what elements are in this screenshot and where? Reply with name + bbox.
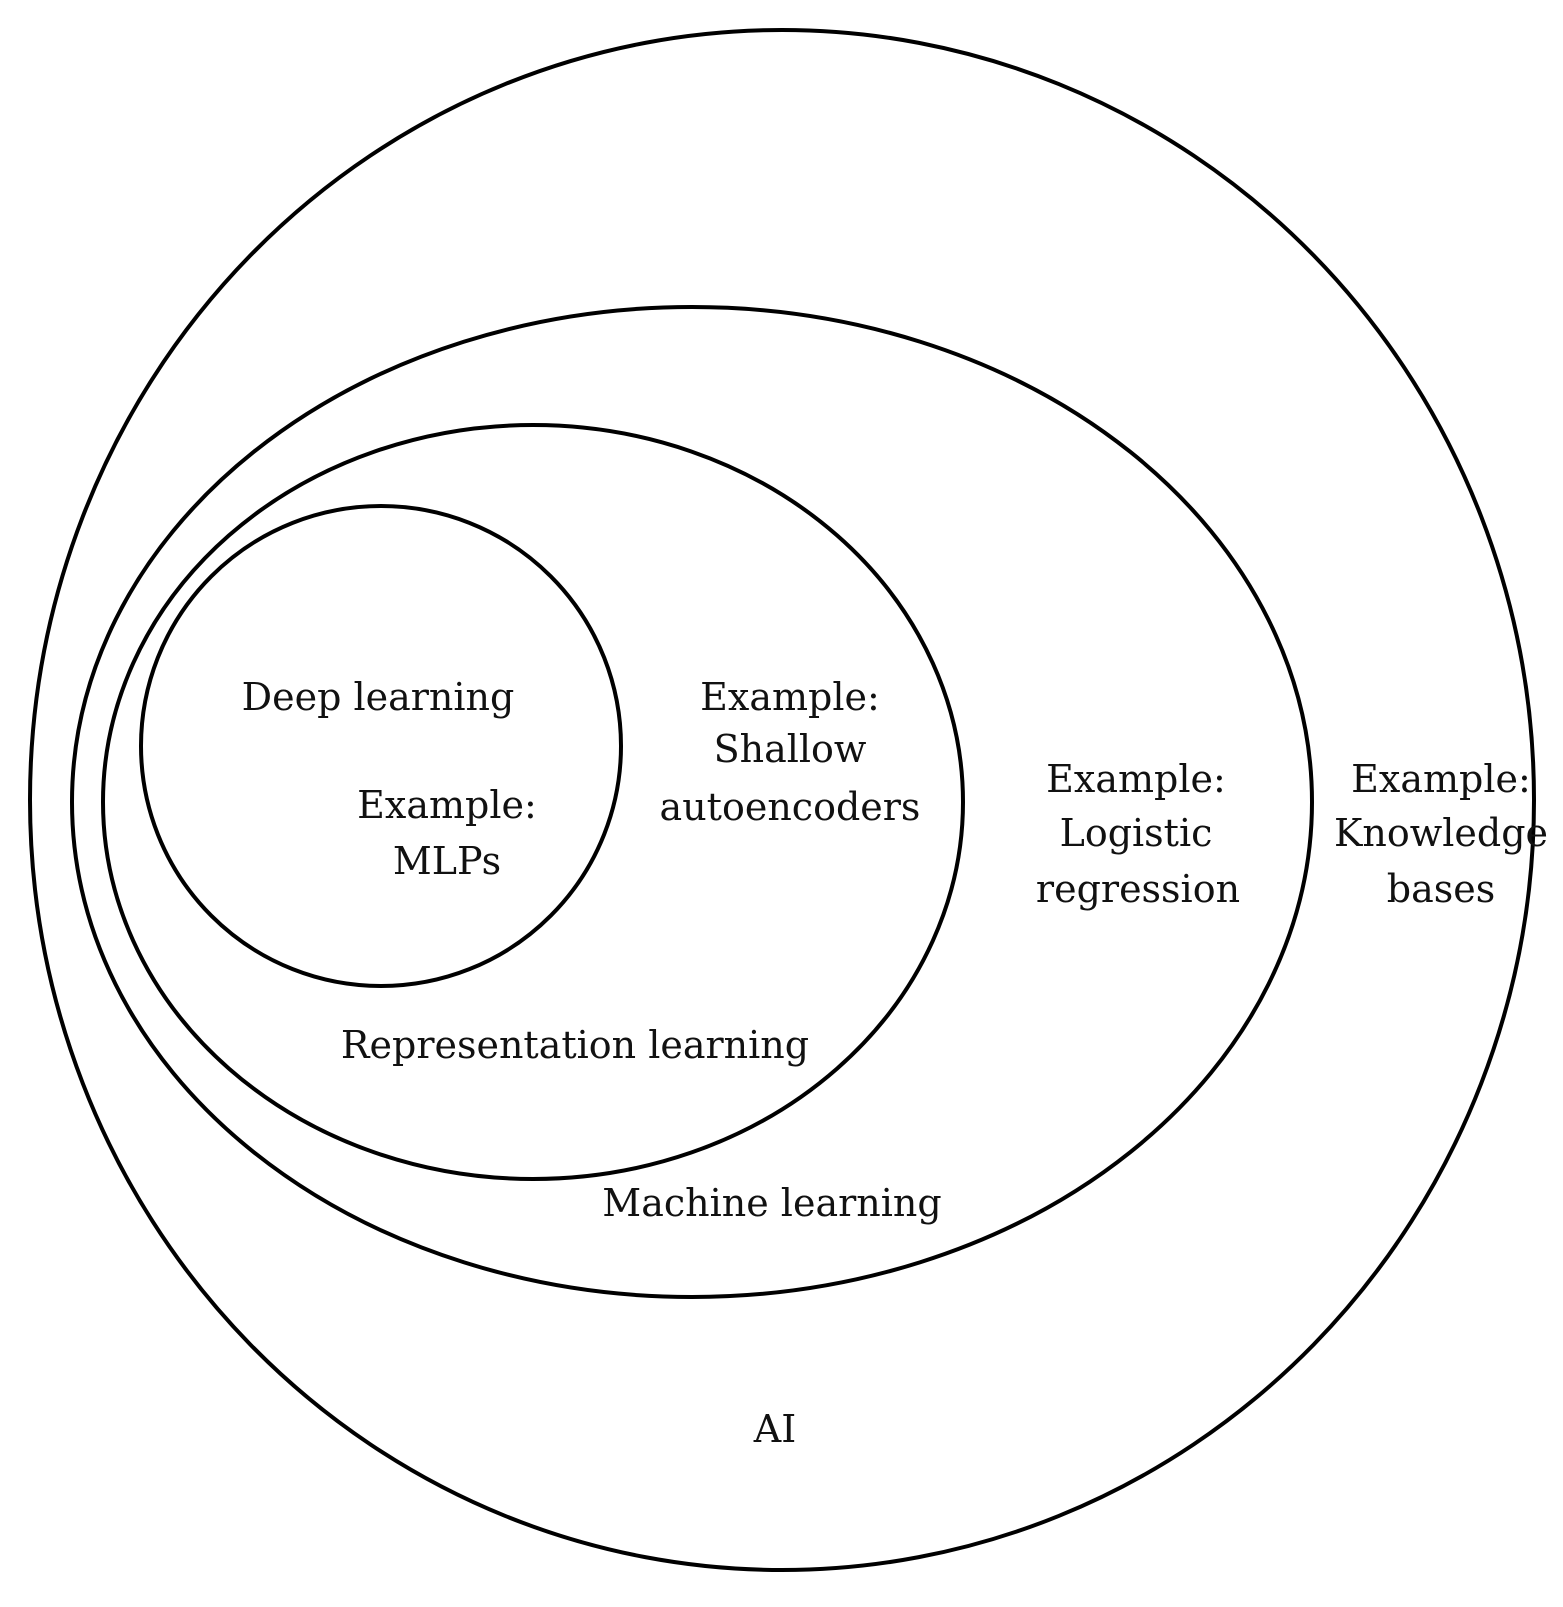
- deep-learning-region: [139, 504, 623, 988]
- mlps-example-line-2: MLPs: [393, 839, 501, 883]
- logistic-regression-example-line-3: regression: [1036, 867, 1240, 911]
- machine-learning-region: [70, 305, 1314, 1299]
- machine-learning-label: Machine learning: [602, 1181, 941, 1225]
- knowledge-bases-example-line-1: Example:: [1351, 757, 1531, 801]
- logistic-regression-example-line-1: Example:: [1046, 757, 1226, 801]
- mlps-example-line-1: Example:: [357, 783, 537, 827]
- representation-learning-label: Representation learning: [341, 1023, 809, 1067]
- shallow-autoencoders-example-line-3: autoencoders: [660, 785, 921, 829]
- deep-learning-label: Deep learning: [242, 675, 515, 719]
- knowledge-bases-example-line-2: Knowledge: [1334, 811, 1548, 855]
- ai-label: AI: [753, 1407, 796, 1451]
- logistic-regression-example-line-2: Logistic: [1060, 811, 1213, 855]
- representation-learning-region: [101, 423, 965, 1181]
- shallow-autoencoders-example-line-2: Shallow: [714, 727, 867, 771]
- ai-region: [28, 28, 1536, 1572]
- knowledge-bases-example-line-3: bases: [1387, 867, 1495, 911]
- shallow-autoencoders-example-line-1: Example:: [700, 675, 880, 719]
